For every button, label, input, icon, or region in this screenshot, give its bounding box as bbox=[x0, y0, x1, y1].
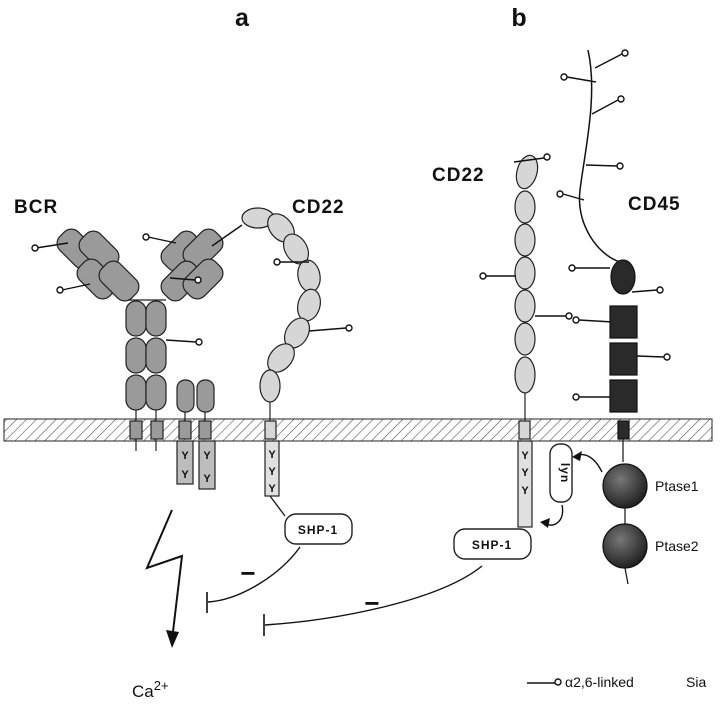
cd22-receptor-a bbox=[241, 207, 322, 497]
tyrosine-label: Y bbox=[203, 450, 211, 462]
shp1-box-b bbox=[453, 528, 532, 560]
cd22-sialic-acids-b bbox=[479, 153, 573, 320]
shp1-label-b: SHP-1 bbox=[472, 538, 512, 552]
ptase1-domain bbox=[602, 463, 648, 509]
cd45-label: CD45 bbox=[628, 194, 681, 215]
cd45-mucin-stalk bbox=[578, 49, 621, 263]
lyn-kinase bbox=[549, 443, 573, 503]
calcium-label: Ca2+ bbox=[132, 678, 169, 701]
cell-membrane bbox=[3, 418, 713, 442]
bcr-label: BCR bbox=[14, 197, 58, 218]
inhibition-sign-b: − bbox=[364, 588, 379, 618]
tyrosine-label: Y bbox=[521, 485, 529, 497]
cd45-receptor bbox=[602, 259, 648, 585]
tyrosine-label: Y bbox=[521, 450, 529, 462]
tyrosine-label: Y bbox=[181, 450, 189, 462]
tyrosine-label: Y bbox=[268, 483, 276, 495]
tyrosine-label: Y bbox=[521, 467, 529, 479]
tyrosine-label: Y bbox=[181, 469, 189, 481]
cd22-receptor-b bbox=[514, 154, 539, 528]
ptase1-label: Ptase1 bbox=[655, 478, 699, 494]
legend-sialic-acid: α2,6-linked Sia bbox=[527, 674, 706, 690]
cd22-label-a: CD22 bbox=[292, 197, 345, 218]
inhibition-arc-a bbox=[207, 546, 301, 603]
cd22-sialic-acids-a bbox=[273, 258, 353, 332]
signal-arrowhead bbox=[166, 630, 179, 648]
lyn-label: lyn bbox=[558, 463, 572, 483]
ptase2-domain bbox=[602, 523, 648, 569]
panel-label-a: a bbox=[235, 4, 250, 32]
ptase2-label: Ptase2 bbox=[655, 538, 699, 554]
inhibition-arc-b bbox=[264, 565, 483, 626]
tyrosine-label: Y bbox=[268, 449, 276, 461]
cd45-sialic-acids bbox=[556, 49, 671, 401]
panel-label-b: b bbox=[511, 4, 526, 32]
tyrosine-label: Y bbox=[203, 473, 211, 485]
legend-text: α2,6-linked bbox=[565, 674, 634, 690]
bcr-receptor bbox=[56, 228, 224, 490]
inhibition-sign-a: − bbox=[240, 558, 255, 588]
bcr-sialic-acids bbox=[31, 224, 243, 346]
tyrosine-label: Y bbox=[268, 466, 276, 478]
shp1-label-a: SHP-1 bbox=[298, 523, 338, 537]
signal-bolt bbox=[145, 509, 184, 641]
cd22-label-b: CD22 bbox=[432, 165, 485, 186]
legend-sia: Sia bbox=[686, 674, 706, 690]
cd22-itim-tyrosines-a: Y Y Y bbox=[268, 449, 276, 495]
shp1-box-a bbox=[284, 513, 353, 545]
bcr-itam-tyrosines: Y Y Y Y bbox=[181, 450, 211, 485]
cd22-itim-tyrosines-b: Y Y Y bbox=[521, 450, 529, 497]
